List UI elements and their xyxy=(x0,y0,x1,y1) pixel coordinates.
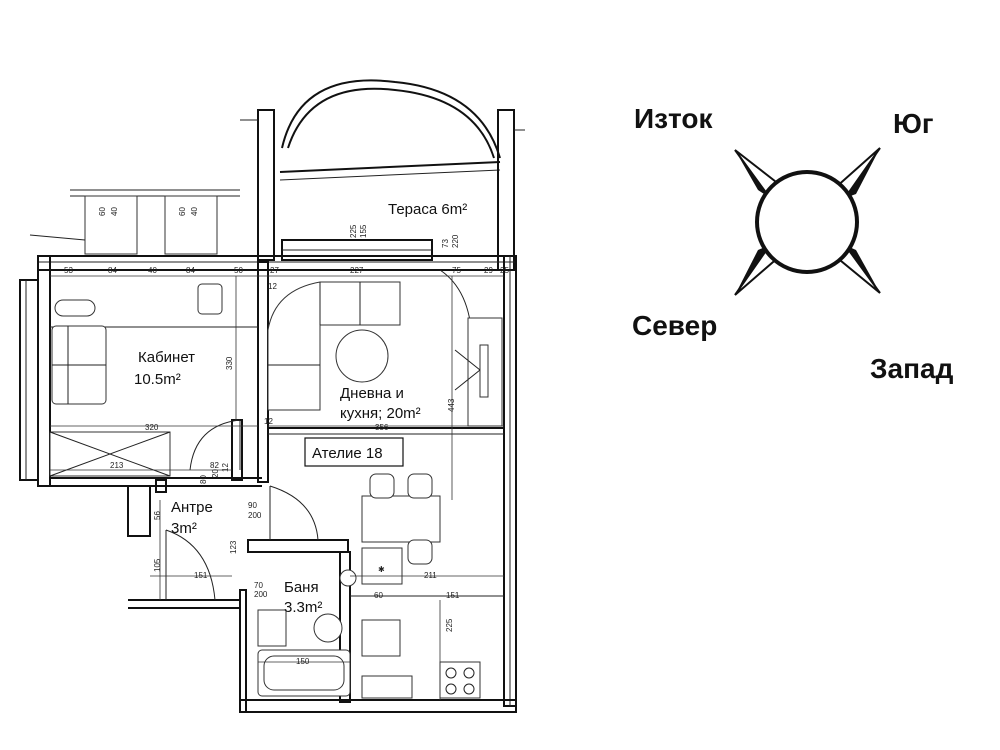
dim-hall-b: 80 xyxy=(199,475,208,484)
dim-hall-e: 56 xyxy=(153,511,162,520)
dim-top-9: 25 xyxy=(500,266,509,275)
compass-rose: Изток Юг Север Запад xyxy=(632,103,954,384)
radiator-dim-a: 60 xyxy=(98,207,107,216)
coffee-table xyxy=(335,329,389,383)
radiators: 60 40 60 40 xyxy=(29,189,240,255)
dim-top-2: 40 xyxy=(148,266,157,275)
dim-bath-70: 70 xyxy=(254,581,263,590)
dimension-labels: 53 84 40 84 50 27 227 75 29 25 320 330 3… xyxy=(64,224,509,666)
bathroom-fixtures xyxy=(257,569,357,697)
office-name-label: Кабинет xyxy=(138,349,195,366)
hall-area-label: 3m² xyxy=(171,520,197,537)
office-chair xyxy=(197,283,223,315)
dim-wall-12b: 12 xyxy=(264,417,273,426)
room-labels: Тераса 6m² Кабинет 10.5m² Дневна и кухня… xyxy=(134,201,467,616)
dimension-lines xyxy=(50,275,504,700)
office-furniture xyxy=(49,283,258,477)
dim-door-200: 200 xyxy=(248,511,262,520)
dim-top-0: 53 xyxy=(64,266,73,275)
dim-top-1: 84 xyxy=(108,266,117,275)
radiator-dim-c: 60 xyxy=(178,207,187,216)
dim-hall-a: 82 xyxy=(210,461,219,470)
hall-name-label: Антре xyxy=(171,499,213,516)
dim-top-6: 227 xyxy=(350,266,364,275)
dim-terrace-a: 225 xyxy=(349,224,358,238)
dim-wall-12a: 12 xyxy=(268,282,277,291)
apartment-label: Ателие 18 xyxy=(312,445,383,462)
dim-top-8: 29 xyxy=(484,266,493,275)
dim-kitchen-211: 211 xyxy=(424,571,437,580)
dim-terrace-c: 73 xyxy=(441,239,450,248)
dim-door-90: 90 xyxy=(248,501,257,510)
dim-window-width: 213 xyxy=(110,461,124,470)
stove xyxy=(361,547,403,585)
terrace-label: Тераса 6m² xyxy=(388,201,467,218)
dim-hall-h: 123 xyxy=(229,540,238,554)
dim-living-height: 443 xyxy=(447,398,456,412)
interior-walls xyxy=(127,261,504,703)
radiator-dim-b: 40 xyxy=(110,207,119,216)
compass-north: Север xyxy=(632,310,717,341)
compass-east: Изток xyxy=(634,103,713,134)
dim-kitchen-60: 60 xyxy=(374,591,383,600)
cooktop xyxy=(439,661,481,699)
dim-bath-150: 150 xyxy=(296,657,310,666)
dim-hall-c: 20 xyxy=(211,469,220,478)
dim-top-3: 84 xyxy=(186,266,195,275)
toilet xyxy=(313,613,343,643)
dim-kitchen-151: 151 xyxy=(446,591,460,600)
outer-walls xyxy=(19,255,517,713)
dim-terrace-d: 220 xyxy=(451,234,460,248)
dim-bath-200: 200 xyxy=(254,590,268,599)
living-area-label: кухня; 20m² xyxy=(340,405,421,422)
office-lamp xyxy=(54,299,96,317)
dim-kitchen-225: 225 xyxy=(445,618,454,632)
kitchen-furniture: ✱ xyxy=(350,473,504,699)
apartment-label-box: Ателие 18 xyxy=(304,437,404,467)
dim-hall-f: 105 xyxy=(153,558,162,572)
compass-south: Юг xyxy=(893,108,934,139)
svg-text:✱: ✱ xyxy=(378,565,385,574)
dim-office-width: 320 xyxy=(145,423,159,432)
dining-table xyxy=(361,495,441,543)
dim-terrace-b: 155 xyxy=(359,224,368,238)
office-area-label: 10.5m² xyxy=(134,371,181,388)
dim-hall-d: 12 xyxy=(221,463,230,472)
compass-circle xyxy=(755,170,859,274)
bath-sink xyxy=(257,609,287,647)
living-furniture xyxy=(267,281,503,427)
dim-top-7: 75 xyxy=(452,266,461,275)
living-name-label: Дневна и xyxy=(340,385,404,402)
terrace-structure xyxy=(240,79,525,271)
bath-area-label: 3.3m² xyxy=(284,599,322,616)
dim-hall-g: 151 xyxy=(194,571,208,580)
dim-top-5: 27 xyxy=(270,266,279,275)
kitchen-sink xyxy=(361,619,401,657)
dim-living-width: 356 xyxy=(375,423,389,432)
compass-west: Запад xyxy=(870,353,954,384)
bath-name-label: Баня xyxy=(284,579,319,596)
dim-top-4: 50 xyxy=(234,266,243,275)
dim-office-height: 330 xyxy=(225,356,234,370)
radiator-dim-d: 40 xyxy=(190,207,199,216)
